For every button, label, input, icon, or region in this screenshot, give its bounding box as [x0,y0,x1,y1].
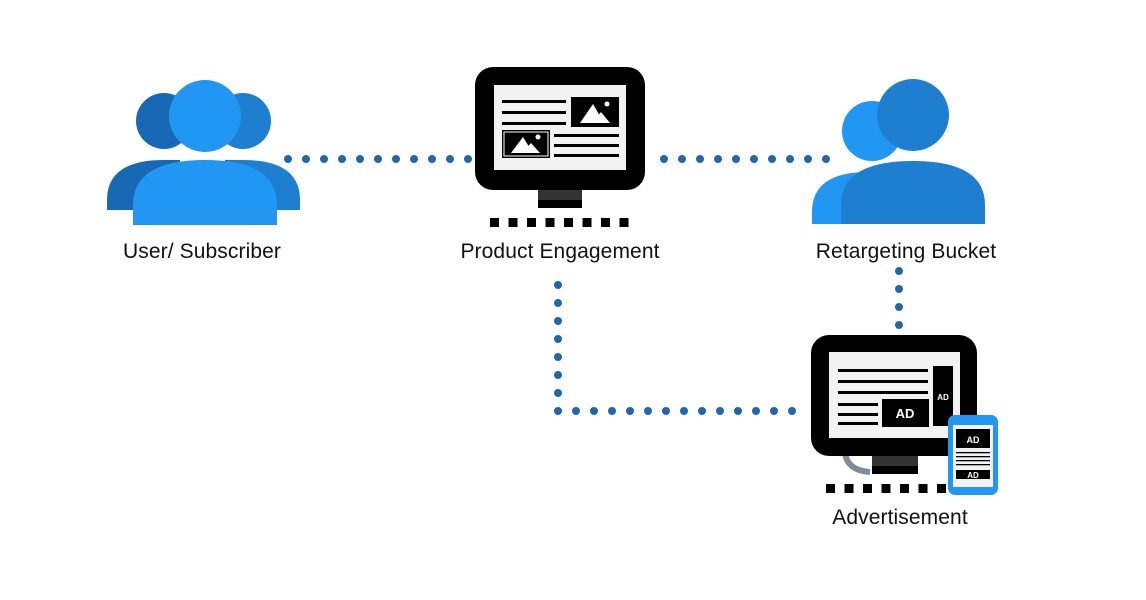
connector-dot [608,407,616,415]
connector-dot [822,155,830,163]
connector-dot [554,389,562,397]
connector-dot [320,155,328,163]
connector-dot [554,317,562,325]
base-dash [508,218,518,227]
connector-dot [768,155,776,163]
base-dash [564,218,573,227]
connector-dot [554,407,562,415]
connector-retargeting-to-advertisement [895,267,903,329]
connector-dot [338,155,346,163]
node-label-retargeting-bucket: Retargeting Bucket [815,240,997,263]
ad-label-sidebar: AD [937,393,949,402]
connector-dot [786,155,794,163]
connector-dot [678,155,686,163]
base-dash [863,484,872,493]
connector-dot [410,155,418,163]
monitor-base-dashes [490,218,629,227]
connector-dot [572,407,580,415]
node-label-advertisement: Advertisement [832,506,968,529]
connector-dot [356,155,364,163]
connector-dot [464,155,472,163]
connector-dot [554,335,562,343]
base-dash [490,218,499,227]
base-dash [844,484,854,493]
connector-dot [554,371,562,379]
connector-dot [752,407,760,415]
base-dash [582,218,592,227]
base-dash [918,484,928,493]
connector-dot [732,155,740,163]
base-dash [601,218,610,227]
base-dash [881,484,891,493]
connector-dot [284,155,292,163]
connector-dot [446,155,454,163]
connector-dot [804,155,812,163]
base-dash [826,484,835,493]
connector-dot [626,407,634,415]
connector-dot [770,407,778,415]
connector-dot [716,407,724,415]
ad-label-banner: AD [896,406,915,421]
phone-ad-icon: AD AD [948,415,998,495]
connector-dot [895,267,903,275]
connector-dot [374,155,382,163]
connector-dot [554,281,562,289]
node-label-user: User/ Subscriber [123,240,281,263]
connector-dot [714,155,722,163]
connector-dot [660,155,668,163]
connector-dot [696,155,704,163]
connector-dot [644,407,652,415]
connector-user-to-product [284,155,472,163]
connector-dot [895,321,903,329]
connector-dot [698,407,706,415]
connector-dot [895,285,903,293]
base-dash [545,218,555,227]
connector-dot [680,407,688,415]
connector-dot [895,303,903,311]
connector-dot [554,353,562,361]
connector-dot [392,155,400,163]
phone-ad-label-bottom: AD [967,471,979,480]
monitor-base-dashes [826,484,946,493]
base-dash [527,218,536,227]
user-pair-icon [812,79,985,224]
node-label-product-engagement: Product Engagement [460,240,660,263]
connector-dot [734,407,742,415]
users-group-icon [107,80,300,225]
monitor-content-icon [475,67,645,208]
base-dash [900,484,909,493]
connector-dot [590,407,598,415]
connector-dot [788,407,796,415]
connector-dot [554,299,562,307]
phone-ad-label-top: AD [967,435,980,445]
base-dash [619,218,629,227]
monitor-ad-icon: AD AD [811,335,977,475]
connector-dot [750,155,758,163]
connector-dot [662,407,670,415]
connector-product-to-advertisement [554,281,796,415]
connector-dot [302,155,310,163]
base-dash [937,484,946,493]
connector-dot [428,155,436,163]
connector-product-to-retargeting [660,155,830,163]
